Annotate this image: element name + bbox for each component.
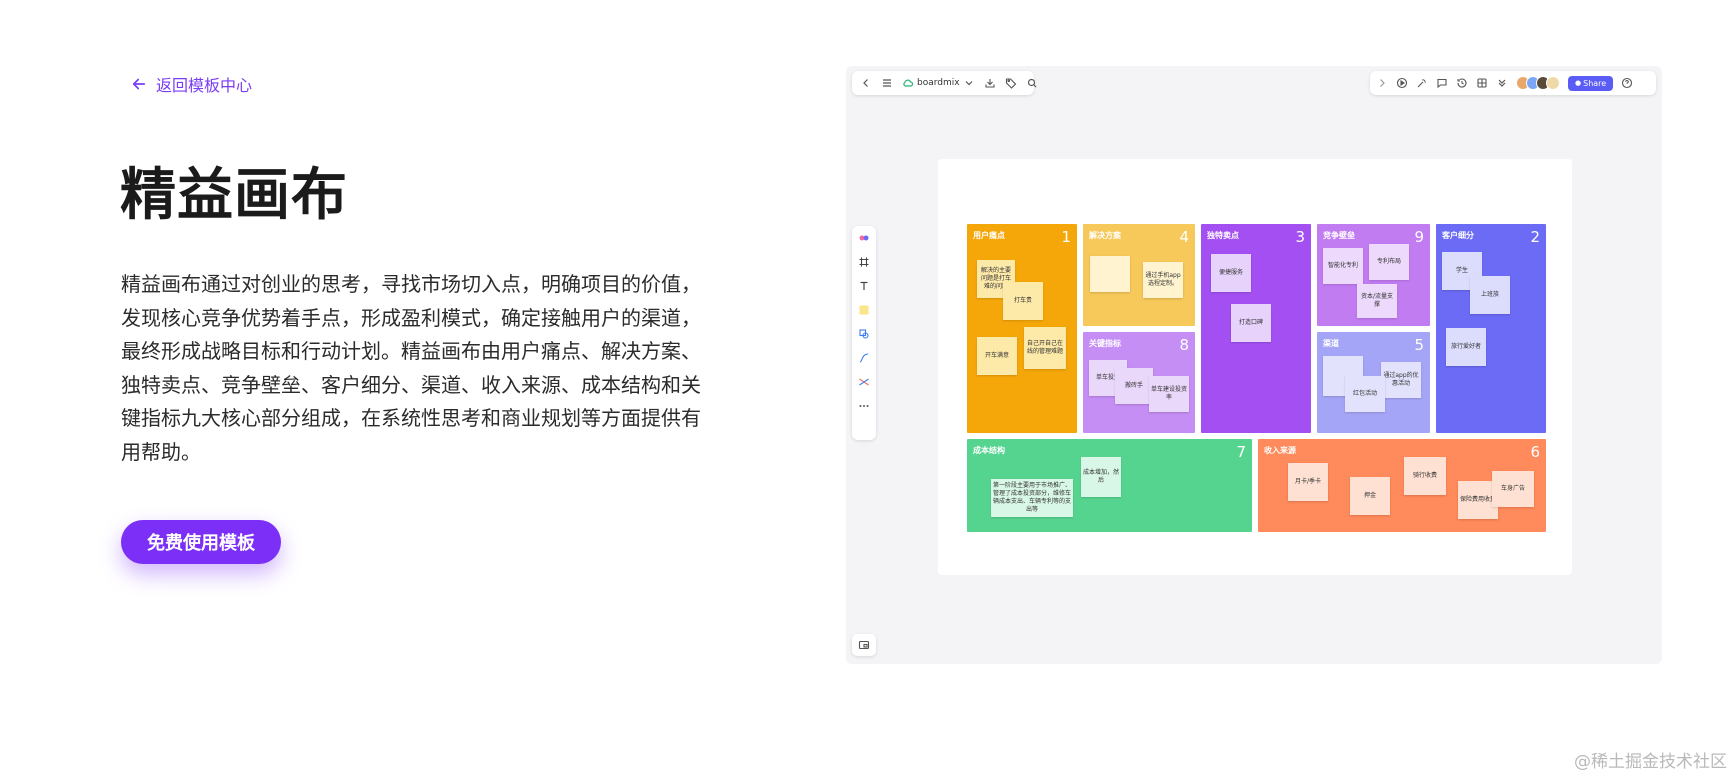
shape-icon[interactable]	[858, 328, 870, 340]
color-palette-icon[interactable]	[858, 232, 870, 244]
minimap-icon	[858, 639, 870, 651]
board-brand[interactable]: boardmix	[902, 77, 975, 89]
sticky-note[interactable]: 资本/流量支撑	[1357, 284, 1397, 318]
sticky-note[interactable]: 月卡/季卡	[1288, 463, 1328, 501]
cell-channels[interactable]: 渠道 5 通过app的优惠活动 红包活动	[1317, 332, 1430, 433]
download-icon[interactable]	[984, 77, 996, 89]
sticky-note[interactable]: 学生	[1442, 252, 1482, 290]
cell-title: 关键指标	[1089, 339, 1121, 348]
chevron-down-icon	[963, 77, 975, 89]
sticky-note[interactable]: 红包活动	[1345, 376, 1385, 412]
cell-title: 渠道	[1323, 339, 1339, 348]
back-chevron-icon[interactable]	[860, 77, 872, 89]
board-toolbar-right: ● Share	[1370, 71, 1656, 95]
cell-number: 7	[1236, 443, 1246, 461]
cell-title: 收入来源	[1264, 446, 1296, 455]
sticky-note[interactable]: 打造口碑	[1231, 304, 1271, 342]
cell-revenue-streams[interactable]: 收入来源 6 月卡/季卡 押金 骑行收费 保险费用收费 车身广告	[1258, 439, 1546, 532]
sticky-note[interactable]: 开车满意	[977, 337, 1017, 375]
template-description: 精益画布通过对创业的思考，寻找市场切入点，明确项目的价值，发现核心竞争优势着手点…	[121, 272, 701, 464]
text-icon[interactable]	[858, 280, 870, 292]
cell-number: 8	[1179, 336, 1189, 354]
cell-problem[interactable]: 用户痛点 1 解决的主要问题是打车难的问题 打车贵 开车满意 自己开自己在线的管…	[967, 224, 1077, 433]
cell-number: 4	[1179, 228, 1189, 246]
history-icon[interactable]	[1456, 77, 1468, 89]
sticky-note[interactable]: 旅行爱好者	[1446, 328, 1486, 366]
sticky-note[interactable]: 成本增加，然后	[1081, 457, 1121, 497]
user-icon: ●	[1575, 79, 1582, 87]
sticky-note-icon[interactable]	[858, 304, 870, 316]
play-icon[interactable]	[1396, 77, 1408, 89]
sticky-note[interactable]: 打车贵	[1003, 282, 1043, 320]
sticky-note[interactable]: 单车建设投资率	[1149, 376, 1189, 412]
sticky-note[interactable]: 便捷服务	[1211, 254, 1251, 292]
minimap-button[interactable]	[852, 634, 876, 656]
frame-icon[interactable]	[858, 256, 870, 268]
cell-title: 解决方案	[1089, 231, 1121, 240]
lean-canvas[interactable]: 用户痛点 1 解决的主要问题是打车难的问题 打车贵 开车满意 自己开自己在线的管…	[938, 159, 1572, 575]
magic-icon[interactable]	[1416, 77, 1428, 89]
back-link-label: 返回模板中心	[156, 76, 253, 95]
cell-title: 竞争壁垒	[1323, 231, 1355, 240]
cell-key-metrics[interactable]: 关键指标 8 单车投资 搬砖手 单车建设投资率	[1083, 332, 1195, 433]
sticky-note[interactable]: 自己开自己在线的管理难题	[1024, 327, 1066, 369]
help-icon[interactable]	[1621, 77, 1633, 89]
tool-sidebar	[852, 226, 876, 440]
cell-number: 5	[1414, 336, 1424, 354]
sticky-note[interactable]: 车身广告	[1492, 471, 1534, 507]
cell-title: 用户痛点	[973, 231, 1005, 240]
cell-title: 客户细分	[1442, 231, 1474, 240]
cell-cost-structure[interactable]: 成本结构 7 第一阶段主要用于市场推广、管理了成本投资部分，维修车辆成本支出、车…	[967, 439, 1252, 532]
sticky-note[interactable]: 第一阶段主要用于市场推广、管理了成本投资部分，维修车辆成本支出、车辆专利等的支出…	[991, 479, 1073, 517]
expand-more-icon[interactable]	[1496, 77, 1508, 89]
cell-number: 9	[1414, 228, 1424, 246]
cell-customer-segments[interactable]: 客户细分 2 学生 上班族 旅行爱好者	[1436, 224, 1546, 433]
brand-name: boardmix	[917, 78, 960, 88]
watermark: @稀土掘金技术社区	[1574, 752, 1727, 772]
cell-title: 成本结构	[973, 446, 1005, 455]
sticky-note[interactable]: 押金	[1350, 477, 1390, 515]
more-icon[interactable]	[858, 400, 870, 412]
sticky-note[interactable]: 骑行收费	[1404, 457, 1446, 495]
tag-icon[interactable]	[1005, 77, 1017, 89]
sticky-note[interactable]: 智能化专利	[1323, 248, 1363, 284]
arrow-left-icon	[132, 78, 146, 90]
cell-number: 2	[1530, 228, 1540, 246]
pen-icon[interactable]	[858, 376, 870, 388]
cell-unfair-advantage[interactable]: 竞争壁垒 9 智能化专利 专利布局 资本/流量支撑	[1317, 224, 1430, 326]
cell-title: 独特卖点	[1207, 231, 1239, 240]
sticky-note[interactable]: 保险费用收费	[1458, 481, 1498, 519]
share-button[interactable]: ● Share	[1568, 75, 1614, 91]
search-icon[interactable]	[1026, 77, 1038, 89]
sticky-note[interactable]: 通过手机app选程定制。	[1143, 262, 1183, 298]
share-label: Share	[1583, 78, 1607, 88]
board-toolbar-left: boardmix	[852, 71, 1037, 95]
chevron-right-icon[interactable]	[1376, 77, 1388, 89]
cell-solution[interactable]: 解决方案 4 通过手机app选程定制。	[1083, 224, 1195, 326]
sticky-note[interactable]	[1090, 256, 1130, 292]
page-title: 精益画布	[120, 163, 348, 228]
sticky-note[interactable]: 通过app的优惠活动	[1381, 362, 1421, 398]
connector-icon[interactable]	[858, 352, 870, 364]
sticky-note[interactable]: 专利布局	[1369, 244, 1409, 280]
sticky-note[interactable]: 搬砖手	[1115, 368, 1153, 404]
board-preview: boardmix ● Share	[846, 66, 1662, 664]
comment-icon[interactable]	[1436, 77, 1448, 89]
sticky-note[interactable]: 上班族	[1470, 276, 1510, 314]
cell-number: 3	[1295, 228, 1305, 246]
apps-icon[interactable]	[1476, 77, 1488, 89]
cell-uvp[interactable]: 独特卖点 3 便捷服务 打造口碑	[1201, 224, 1311, 433]
cell-number: 1	[1061, 228, 1071, 246]
menu-icon[interactable]	[881, 77, 893, 89]
back-to-template-center-link[interactable]: 返回模板中心	[130, 72, 252, 96]
use-template-free-button[interactable]: 免费使用模板	[121, 520, 281, 564]
avatar	[1546, 76, 1560, 90]
cloud-icon	[902, 77, 914, 89]
cell-number: 6	[1530, 443, 1540, 461]
collaborator-avatars[interactable]	[1516, 76, 1560, 90]
